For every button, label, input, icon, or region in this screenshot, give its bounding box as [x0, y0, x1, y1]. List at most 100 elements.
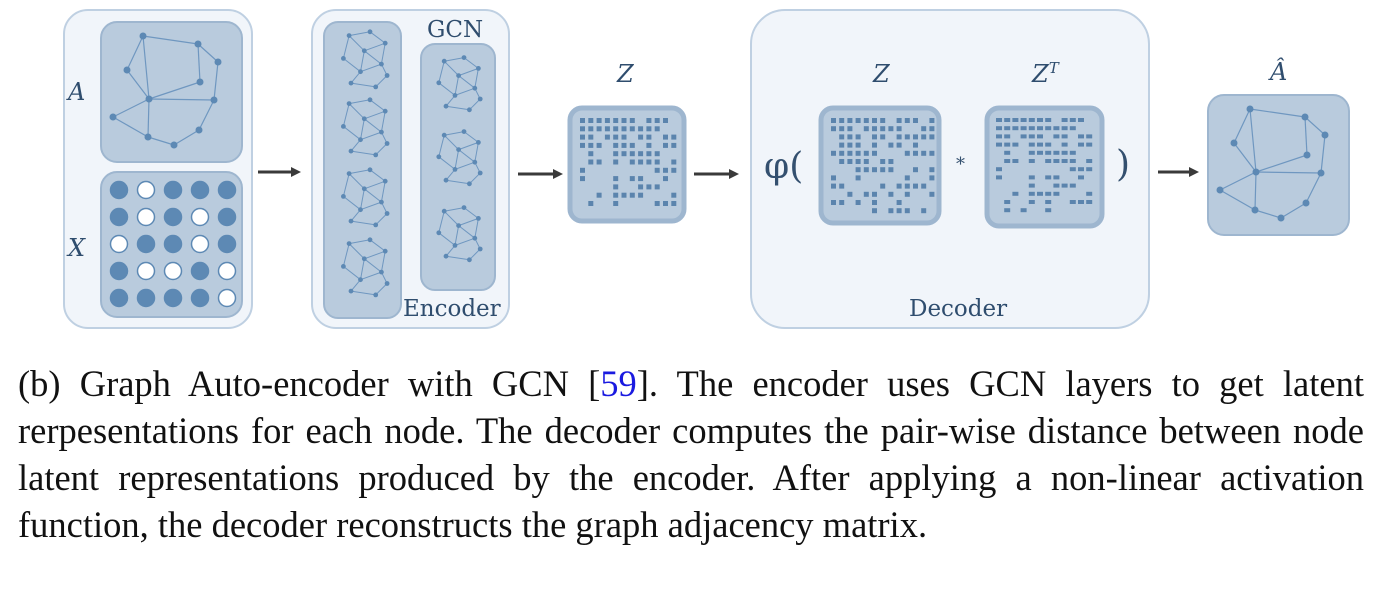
matrix-entry	[1069, 159, 1076, 163]
matrix-entry	[580, 142, 585, 148]
reconstructed-graph	[1216, 105, 1329, 222]
matrix-entry	[604, 118, 610, 123]
mini-graph	[436, 55, 483, 113]
matrix-entry	[847, 118, 853, 123]
matrix-entry	[855, 142, 861, 148]
matrix-entry	[1069, 150, 1076, 155]
matrix-entry	[1061, 150, 1068, 155]
matrix-entry	[1078, 118, 1084, 122]
matrix-entry	[1020, 126, 1027, 131]
matrix-entry	[1045, 142, 1052, 147]
matrix-entry	[1069, 183, 1076, 188]
matrix-entry	[1012, 142, 1019, 147]
matrix-entry	[863, 191, 869, 197]
matrix-entry	[855, 167, 861, 173]
matrix-entry	[1053, 134, 1060, 139]
matrix-entry	[1086, 134, 1093, 139]
matrix-entry	[663, 118, 668, 123]
matrix-entry	[996, 167, 1002, 172]
feature-cell-filled	[190, 261, 210, 281]
feature-cell-empty	[217, 288, 237, 308]
matrix-entry	[880, 134, 886, 140]
matrix-entry	[1004, 208, 1011, 213]
matrix-entry	[629, 151, 635, 157]
matrix-entry	[872, 126, 877, 132]
feature-cell-empty	[190, 207, 210, 227]
feature-cell-empty	[136, 261, 156, 281]
matrix-entry	[638, 192, 644, 198]
matrix-entry	[638, 159, 644, 165]
matrix-entry	[913, 118, 918, 123]
matrix-entry	[613, 118, 619, 123]
matrix-entry	[1012, 159, 1019, 163]
matrix-entry	[1086, 167, 1093, 172]
matrix-entry	[904, 191, 910, 197]
matrix-entry	[996, 134, 1002, 139]
matrix-entry	[1069, 200, 1076, 204]
matrix-entry	[663, 201, 668, 206]
matrix-entry	[1037, 126, 1043, 131]
matrix-entry	[1078, 167, 1084, 172]
matrix-entry	[839, 118, 845, 123]
matrix-entry	[1004, 200, 1011, 204]
matrix-entry	[913, 142, 918, 148]
matrix-entry	[1045, 159, 1052, 163]
matrix-entry	[1045, 118, 1052, 122]
matrix-entry	[1020, 208, 1027, 213]
multiply-operator: *	[956, 154, 965, 175]
matrix-entry	[1078, 200, 1084, 204]
matrix-entry	[913, 167, 918, 173]
latent-label: Z	[616, 60, 635, 88]
feature-cell-filled	[109, 207, 129, 227]
matrix-entry	[888, 191, 894, 197]
matrix-entry	[847, 142, 853, 148]
matrix-entry	[872, 142, 877, 148]
matrix-entry	[613, 184, 619, 190]
matrix-entry	[1004, 159, 1011, 163]
matrix-entry	[613, 142, 619, 148]
matrix-entry	[654, 151, 660, 157]
matrix-entry	[1037, 191, 1043, 196]
matrix-entry	[855, 118, 861, 123]
matrix-entry	[888, 159, 894, 164]
matrix-entry	[855, 175, 861, 181]
features-label: X	[66, 234, 86, 262]
matrix-entry	[654, 126, 660, 132]
matrix-entry	[613, 151, 619, 157]
matrix-entry	[588, 159, 594, 165]
matrix-entry	[839, 150, 845, 156]
mini-graph	[341, 29, 390, 90]
matrix-entry	[1061, 159, 1068, 163]
matrix-entry	[1061, 183, 1068, 188]
matrix-entry	[1086, 159, 1093, 163]
matrix-entry	[654, 184, 660, 190]
matrix-entry	[913, 183, 918, 189]
matrix-entry	[921, 126, 927, 132]
matrix-entry	[872, 208, 877, 214]
matrix-entry	[872, 191, 877, 197]
matrix-entry	[896, 118, 902, 123]
figure-caption: (b) Graph Auto-encoder with GCN [59]. Th…	[18, 360, 1364, 548]
citation-link[interactable]: 59	[600, 363, 637, 404]
matrix-entry	[654, 201, 660, 206]
matrix-entry	[629, 118, 635, 123]
matrix-entry	[929, 150, 935, 156]
matrix-entry	[1053, 150, 1060, 155]
matrix-entry	[872, 150, 877, 156]
matrix-entry	[1061, 118, 1068, 122]
matrix-entry	[921, 134, 927, 140]
matrix-entry	[638, 126, 644, 132]
matrix-entry	[663, 134, 668, 140]
matrix-entry	[671, 201, 677, 206]
adjacency-label: A	[66, 78, 85, 106]
matrix-entry	[646, 126, 652, 132]
matrix-entry	[929, 118, 935, 123]
matrix-entry	[629, 142, 635, 148]
matrix-entry	[839, 142, 845, 148]
matrix-entry	[1037, 118, 1043, 122]
matrix-entry	[847, 150, 853, 156]
matrix-entry	[1053, 126, 1060, 131]
graph-autoencoder-diagram: A X GCN Encoder Z φ( Z * ZT ) Decoder Â	[63, 9, 1350, 329]
matrix-entry	[1028, 150, 1035, 155]
matrix-entry	[896, 200, 902, 205]
